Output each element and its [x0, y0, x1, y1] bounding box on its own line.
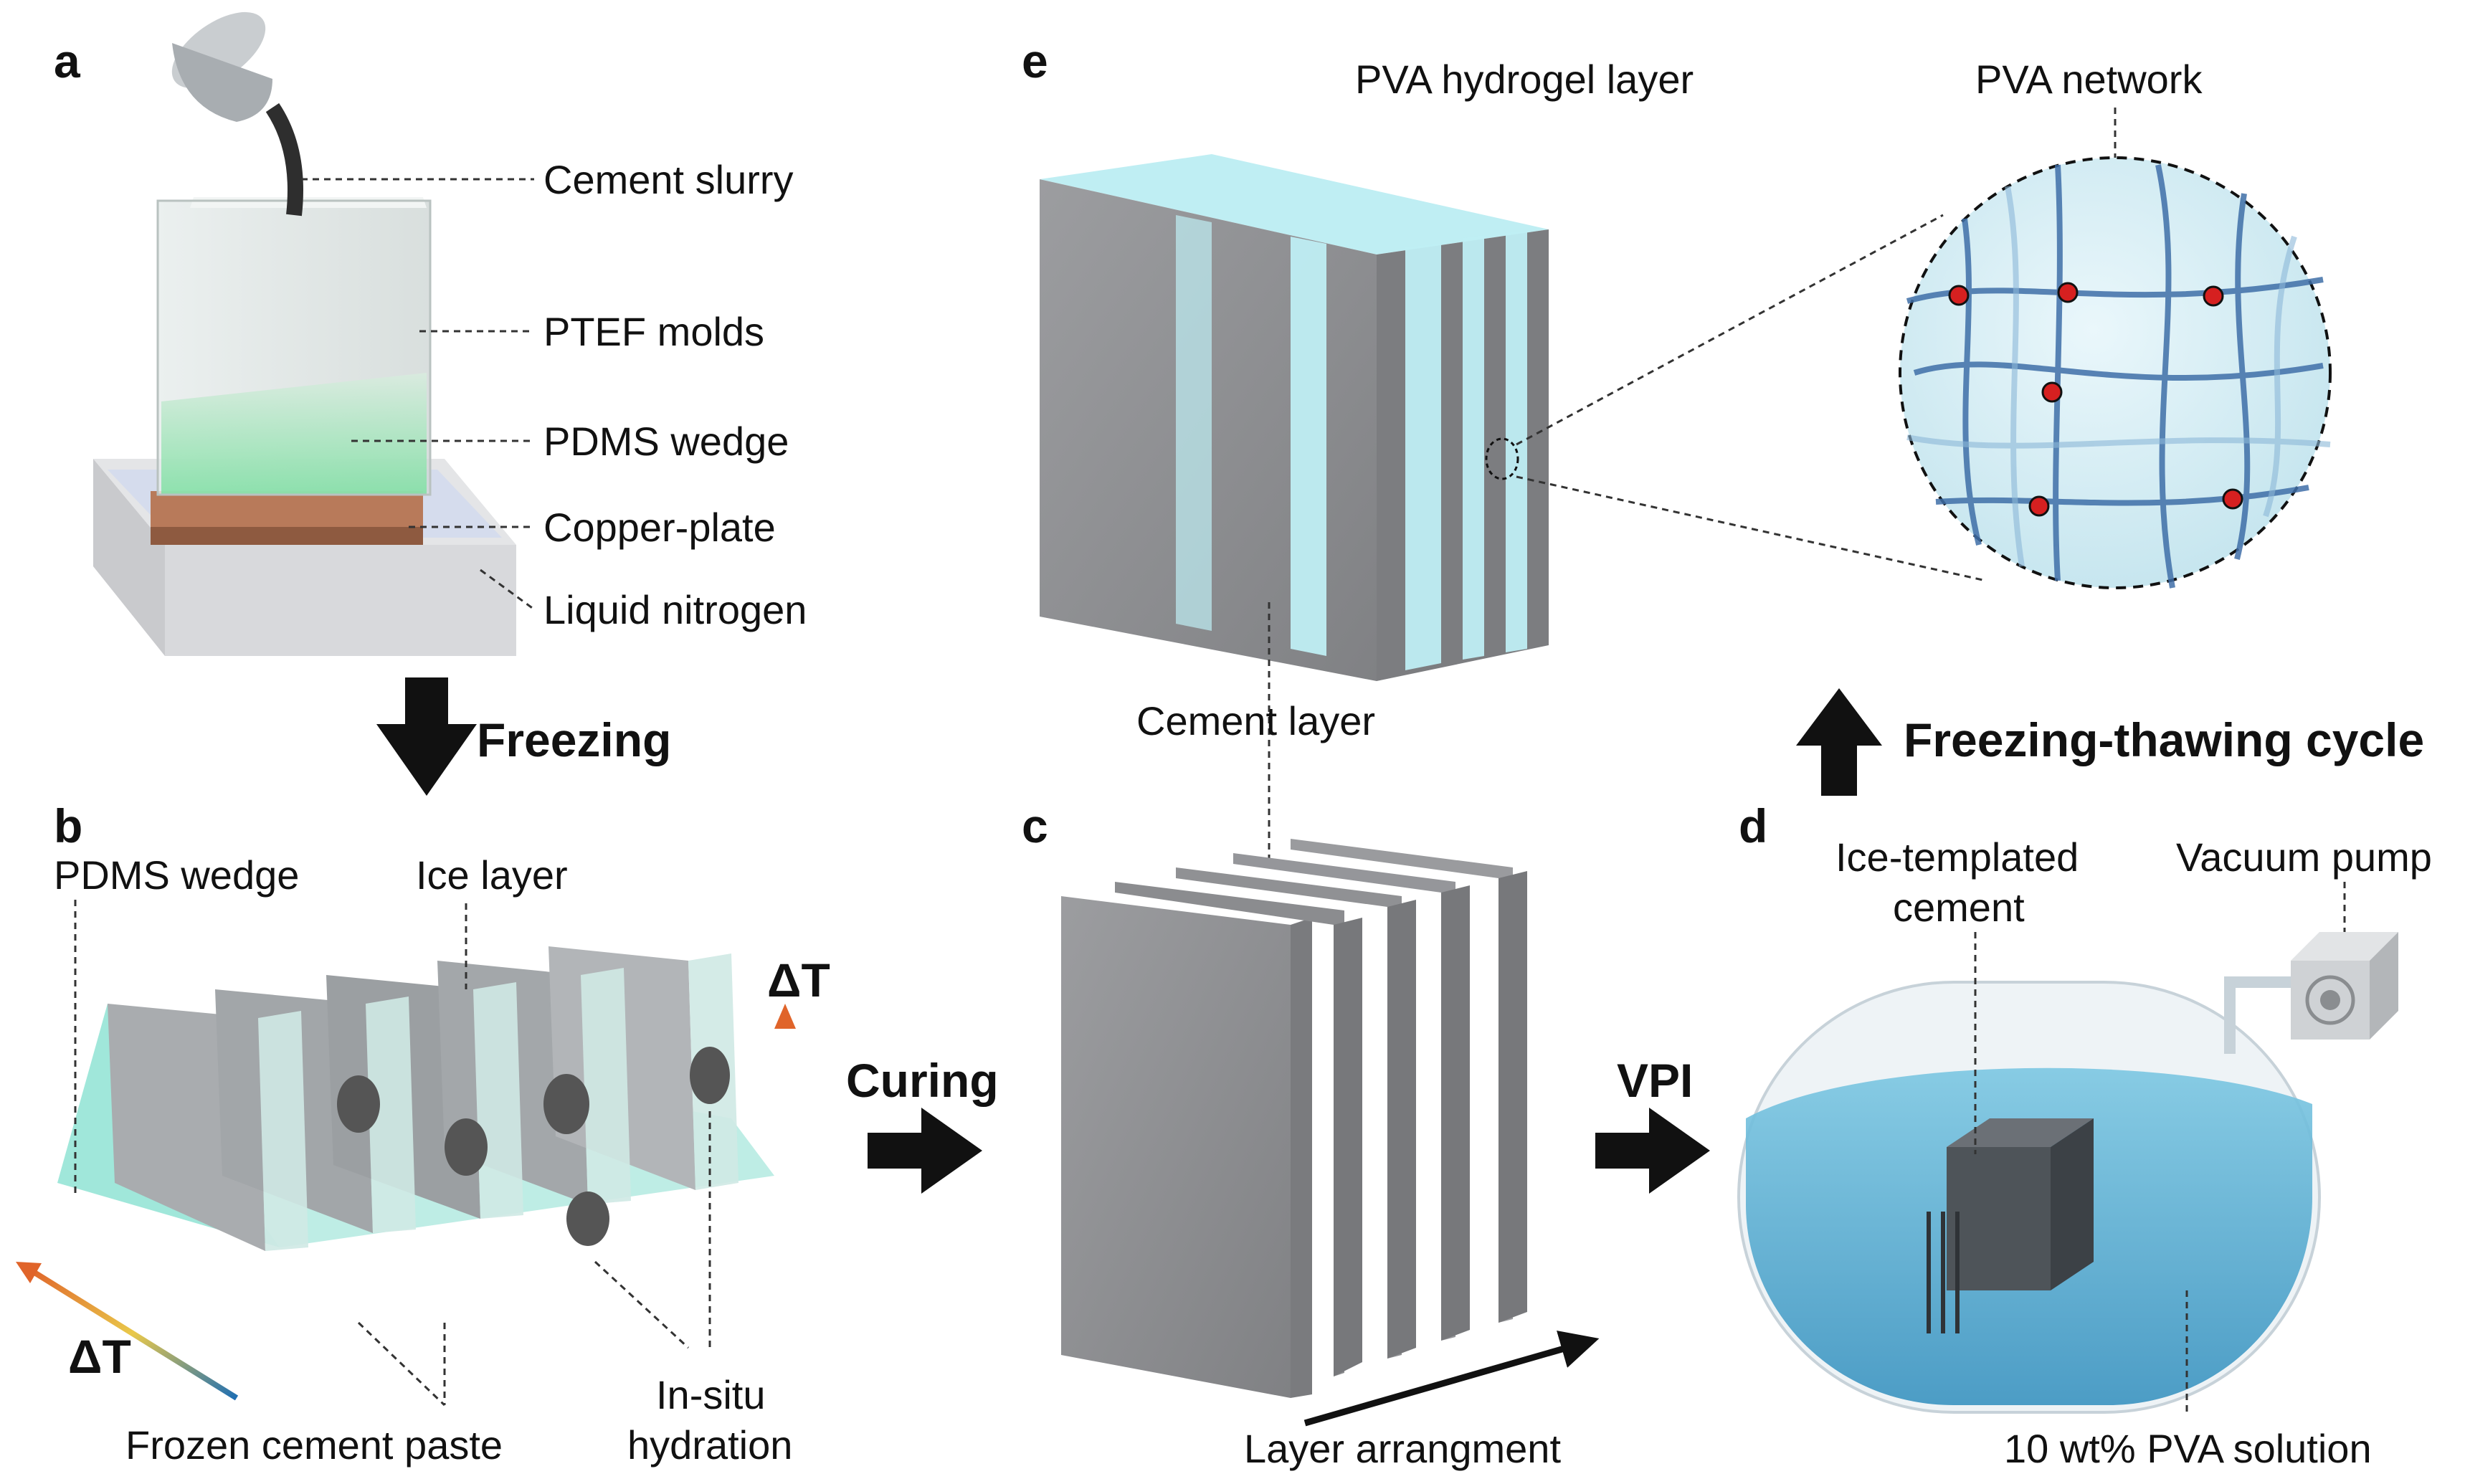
delta-t-horizontal-axis: [27, 1266, 239, 1401]
panel-e: e PVA hydrogel layer PVA network: [1022, 34, 2332, 860]
zoom-line-bottom: [1516, 475, 1987, 582]
layer-arrangement-arrow: [1303, 1330, 1600, 1427]
vpi-step: VPI: [1595, 1054, 1710, 1194]
zoom-line-top: [1516, 214, 1944, 446]
label-ice-layer: Ice layer: [416, 852, 568, 898]
down-arrow-icon: [376, 677, 477, 796]
cement-layer-stack: [1061, 839, 1527, 1398]
label-frozen-cement-paste: Frozen cement paste: [125, 1422, 503, 1468]
curing-step: Curing: [846, 1054, 999, 1194]
panel-label-a: a: [54, 34, 81, 87]
label-ptef-molds: PTEF molds: [543, 309, 764, 354]
panel-label-b: b: [54, 799, 82, 852]
fan-icon: [2320, 990, 2340, 1010]
label-cement-layer: Cement layer: [1136, 698, 1375, 743]
label-in-situ-line2: hydration: [627, 1422, 792, 1468]
freezing-step: Freezing: [376, 677, 671, 796]
zoom-spot: [1485, 437, 1519, 480]
label-pva-hydrogel-layer: PVA hydrogel layer: [1355, 57, 1694, 102]
panel-b: b PDMS wedge Ice layer ΔT: [16, 799, 830, 1468]
vacuum-pump-box: [2224, 932, 2398, 1054]
label-pdms-wedge-a: PDMS wedge: [543, 419, 789, 464]
label-ice-templated-line1: Ice-templated: [1835, 834, 2079, 880]
right-arrow-icon-vpi: [1595, 1108, 1710, 1194]
label-vacuum-pump: Vacuum pump: [2176, 834, 2432, 880]
step-freezing: Freezing: [477, 713, 671, 766]
step-freezing-thawing: Freezing-thawing cycle: [1904, 713, 2424, 766]
label-in-situ-line1: In-situ: [656, 1372, 766, 1417]
up-arrow-icon: [1796, 688, 1882, 796]
panel-label-c: c: [1022, 799, 1048, 852]
label-pdms-wedge-b: PDMS wedge: [54, 852, 299, 898]
label-pva-solution: 10 wt% PVA solution: [2004, 1426, 2372, 1471]
pva-network-sphere: [1899, 156, 2332, 589]
step-curing: Curing: [846, 1054, 999, 1107]
right-arrow-icon-curing: [868, 1108, 982, 1194]
copper-plate: [151, 491, 423, 545]
panel-a: a Cement slu: [54, 11, 807, 656]
layered-composite: [1040, 154, 1549, 681]
panel-d: d Ice-templated cement Vacuum pump: [1737, 799, 2432, 1471]
freezing-thawing-step: Freezing-thawing cycle: [1796, 688, 2424, 796]
frozen-slabs: [108, 946, 738, 1251]
label-delta-t-vertical: ΔT: [767, 953, 830, 1007]
ptef-mold: [156, 197, 432, 496]
pouring-cup: [171, 11, 303, 217]
label-pva-network: PVA network: [1975, 57, 2203, 102]
label-layer-arrangement: Layer arrangment: [1244, 1426, 1561, 1471]
delta-t-horizontal-arrow-icon: [16, 1262, 42, 1283]
label-delta-t-horizontal: ΔT: [68, 1330, 131, 1383]
panel-c: c Layer arrangment: [1022, 799, 1600, 1471]
step-vpi: VPI: [1617, 1054, 1693, 1107]
label-copper-plate: Copper-plate: [543, 505, 776, 550]
panel-label-e: e: [1022, 34, 1048, 87]
label-liquid-nitrogen: Liquid nitrogen: [543, 587, 807, 632]
panel-label-d: d: [1739, 799, 1767, 852]
crosslink-points: [1948, 282, 2243, 517]
label-ice-templated-line2: cement: [1893, 885, 2025, 930]
label-cement-slurry: Cement slurry: [543, 157, 794, 202]
ice-templated-cement-block: [1927, 1118, 2094, 1333]
delta-t-vertical-arrow-icon: [774, 1004, 796, 1029]
